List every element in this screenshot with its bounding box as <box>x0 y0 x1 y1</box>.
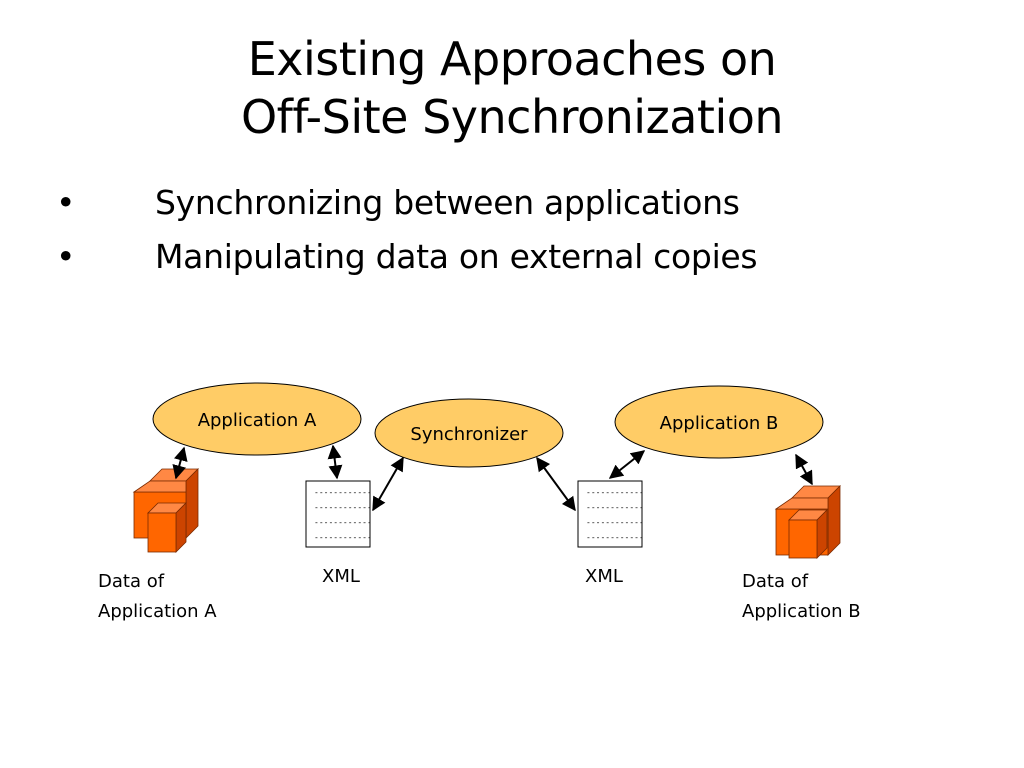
bullet-text: Synchronizing between applications <box>155 183 740 222</box>
xml-document-right-icon: ------------ ------------ ------------ -… <box>577 480 644 548</box>
application-b-label: Application B <box>660 413 779 434</box>
bullet-item: • Manipulating data on external copies <box>56 232 996 286</box>
bullet-item: • Synchronizing between applications <box>56 178 996 232</box>
svg-text:------------: ------------ <box>314 488 372 497</box>
database-a-icon <box>132 468 199 553</box>
svg-text:------------: ------------ <box>586 533 644 542</box>
data-a-label-line-2: Application A <box>98 601 217 622</box>
svg-text:------------: ------------ <box>586 518 644 527</box>
application-b-node: Application B <box>614 385 824 459</box>
xml-document-left-icon: ------------ ------------ ------------ -… <box>305 480 372 548</box>
svg-text:------------: ------------ <box>586 503 644 512</box>
arrow-app-a-to-xml-left <box>327 444 343 480</box>
data-a-label-line-1: Data of <box>98 571 165 592</box>
synchronizer-node: Synchronizer <box>374 398 564 468</box>
bullet-text: Manipulating data on external copies <box>155 237 758 276</box>
application-a-node: Application A <box>152 382 362 456</box>
svg-text:------------: ------------ <box>586 488 644 497</box>
svg-text:------------: ------------ <box>314 503 372 512</box>
bullet-marker: • <box>56 183 76 222</box>
title-line-2: Off-Site Synchronization <box>240 90 784 144</box>
xml-right-label: XML <box>585 566 623 587</box>
bullet-list: • Synchronizing between applications • M… <box>56 178 996 286</box>
arrow-xml-left-to-synchronizer <box>372 456 404 512</box>
arrow-xml-right-to-app-b <box>608 450 646 479</box>
xml-left-label: XML <box>322 566 360 587</box>
arrow-app-a-to-data-a <box>172 446 188 480</box>
svg-text:------------: ------------ <box>314 533 372 542</box>
title-line-1: Existing Approaches on <box>247 32 777 86</box>
bullet-marker: • <box>56 237 76 276</box>
arrow-synchronizer-to-xml-right <box>536 456 576 512</box>
application-a-label: Application A <box>198 410 317 431</box>
slide-title: Existing Approaches on Off-Site Synchron… <box>0 30 1024 146</box>
database-b-icon <box>774 485 841 559</box>
data-b-label-line-1: Data of <box>742 571 809 592</box>
synchronizer-label: Synchronizer <box>410 424 528 445</box>
svg-text:------------: ------------ <box>314 518 372 527</box>
arrow-app-b-to-data-b <box>795 453 813 486</box>
data-b-label-line-2: Application B <box>742 601 861 622</box>
